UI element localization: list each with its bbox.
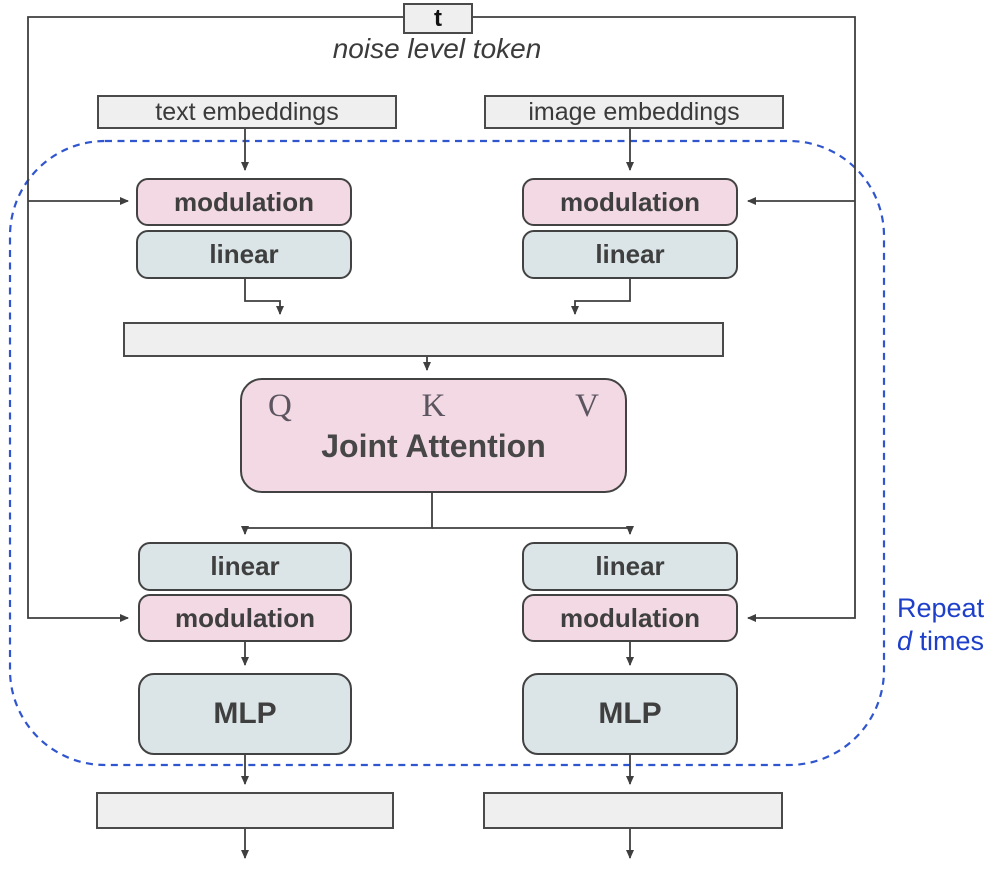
repeat-times: times (912, 626, 985, 656)
image-linear-pre-box: linear (522, 230, 738, 279)
q-label: Q (268, 388, 292, 424)
noise-token-box: t (403, 3, 473, 34)
noise-token-caption: noise level token (332, 33, 542, 64)
text-mlp-label: MLP (213, 697, 277, 730)
joint-attention-box: Q K V Joint Attention (240, 378, 627, 493)
text-modulation-post-box: modulation (138, 594, 352, 642)
k-label: K (421, 388, 446, 424)
image-modulation-pre-label: modulation (559, 186, 701, 217)
text-modulation-pre-box: modulation (136, 178, 352, 226)
repeat-line2: d times (897, 625, 1000, 658)
repeat-d: d (897, 626, 913, 656)
v-label: V (575, 388, 599, 424)
repeat-annotation: Repeat d times (897, 592, 1000, 658)
text-linear-post-box: linear (138, 542, 352, 591)
text-mlp-box: MLP (138, 673, 352, 755)
qkv-row: Q K V (242, 380, 625, 425)
text-modulation-post-label: modulation (174, 602, 316, 633)
image-output-bar (483, 792, 783, 829)
noise-token-label: t (434, 4, 442, 32)
image-embeddings-box: image embeddings (484, 95, 784, 129)
text-output-bar (96, 792, 394, 829)
image-modulation-pre-box: modulation (522, 178, 738, 226)
concatenated-tokens-bar (123, 322, 724, 357)
image-mlp-label: MLP (598, 697, 662, 730)
image-linear-pre-label: linear (595, 239, 665, 269)
text-linear-pre-box: linear (136, 230, 352, 279)
image-modulation-post-label: modulation (559, 602, 701, 633)
text-embeddings-label: text embeddings (155, 97, 339, 126)
image-embeddings-label: image embeddings (528, 97, 740, 126)
text-embeddings-box: text embeddings (97, 95, 397, 129)
image-linear-post-label: linear (595, 551, 665, 581)
image-linear-post-box: linear (522, 542, 738, 591)
text-linear-post-label: linear (210, 551, 280, 581)
text-linear-pre-label: linear (209, 239, 279, 269)
image-modulation-post-box: modulation (522, 594, 738, 642)
text-modulation-pre-label: modulation (173, 186, 315, 217)
image-mlp-box: MLP (522, 673, 738, 755)
repeat-line1: Repeat (897, 593, 985, 623)
joint-attention-title: Joint Attention (321, 428, 546, 464)
